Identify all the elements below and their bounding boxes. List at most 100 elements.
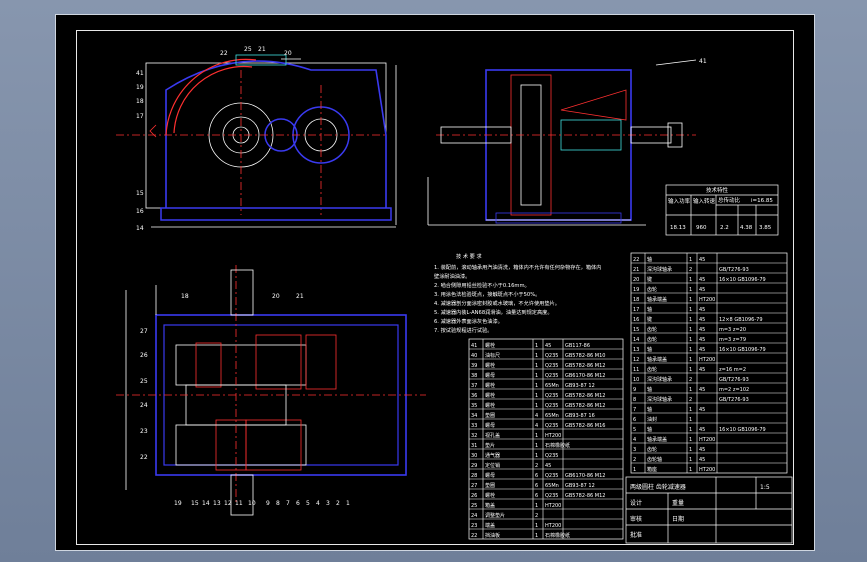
cell-std: GB5782-86 M12 (565, 403, 605, 409)
cell-qty: 2 (689, 397, 692, 403)
cell-no: 27 (471, 483, 477, 489)
cell-name: 齿轮 (647, 446, 657, 453)
tech-table (665, 184, 779, 236)
cell-name: 轴承端盖 (647, 296, 667, 303)
cell-name: 螺母 (485, 422, 495, 429)
cell-qty: 1 (535, 433, 538, 439)
cell-qty: 1 (689, 407, 692, 413)
cell-mat: 45 (699, 287, 705, 293)
front-view (116, 54, 397, 228)
cell-qty: 1 (689, 437, 692, 443)
label: 21 (296, 293, 304, 300)
cell-mat: 45 (699, 307, 705, 313)
cell-qty: 2 (689, 377, 692, 383)
cell-no: 2 (633, 457, 636, 463)
cell-mat: 45 (699, 347, 705, 353)
plan-view-labels: 18 20 21 27 26 25 24 23 22 19 15 14 13 1… (140, 293, 350, 507)
cell-no: 21 (633, 267, 639, 273)
cell-name: 键 (647, 316, 652, 323)
label: 6 (296, 500, 300, 507)
cell-qty: 6 (535, 493, 538, 499)
cell-qty: 1 (535, 503, 538, 509)
cell-name: 齿轮 (647, 326, 657, 333)
drawing-sheet: 41 22 25 21 20 19 18 17 15 16 14 (55, 14, 815, 551)
cell-name: 深沟球轴承 (647, 376, 672, 383)
cell-name: 深沟球轴承 (647, 396, 672, 403)
cell-no: 14 (633, 337, 639, 343)
cell-no: 31 (471, 443, 477, 449)
cell-no: 17 (633, 307, 639, 313)
label: 13 (213, 500, 221, 507)
cell-no: 23 (471, 523, 477, 529)
cell-qty: 1 (535, 373, 538, 379)
cell-qty: 1 (689, 257, 692, 263)
drawing-frame (76, 30, 794, 545)
label: 4 (316, 500, 320, 507)
cell-mat: HT200 (545, 503, 561, 509)
cell-no: 9 (633, 387, 636, 393)
cell-std: GB93-87 12 (565, 383, 595, 389)
cell-name: 螺栓 (485, 392, 495, 399)
cell-no: 20 (633, 277, 639, 283)
label: 1 (346, 500, 350, 507)
cell-mat: Q235 (545, 473, 558, 479)
cell-mat: 45 (699, 277, 705, 283)
cell-qty: 1 (689, 357, 692, 363)
cell-std: GB/T276-93 (719, 377, 749, 383)
cell-mat: HT200 (699, 467, 715, 473)
cell-mat: Q235 (545, 453, 558, 459)
cell-qty: 1 (535, 353, 538, 359)
cell-mat: HT200 (545, 433, 561, 439)
tech-value: 4.38 (740, 225, 753, 231)
cell-mat: 45 (699, 257, 705, 263)
label: 16 (136, 208, 144, 215)
cell-name: 端盖 (485, 522, 495, 529)
cell-qty: 1 (689, 337, 692, 343)
cell-name: 箱盖 (485, 502, 495, 509)
cell-no: 22 (471, 533, 477, 539)
cell-qty: 2 (689, 267, 692, 273)
cell-std: m=3 z=20 (719, 327, 746, 333)
cell-name: 轴 (647, 256, 652, 263)
cell-std: m=2 z=102 (719, 387, 749, 393)
side-view (427, 59, 697, 226)
cell-mat: Q235 (545, 363, 558, 369)
cell-mat: 45 (699, 447, 705, 453)
cell-mat: 45 (699, 367, 705, 373)
cell-mat: Q235 (545, 373, 558, 379)
cell-mat: 45 (699, 337, 705, 343)
cell-no: 36 (471, 393, 477, 399)
cell-qty: 1 (689, 447, 692, 453)
cell-name: 视孔盖 (485, 432, 500, 439)
label: 26 (140, 352, 148, 359)
label: 41 (699, 58, 707, 65)
cell-name: 螺栓 (485, 362, 495, 369)
cell-std: GB5782-86 M12 (565, 363, 605, 369)
cell-name: 螺母 (485, 472, 495, 479)
cell-no: 32 (471, 433, 477, 439)
front-view-labels: 41 22 25 21 20 19 18 17 15 16 14 (136, 46, 292, 232)
cell-mat: Q235 (545, 393, 558, 399)
label: 24 (140, 402, 148, 409)
cell-qty: 1 (689, 347, 692, 353)
cell-name: 螺母 (485, 372, 495, 379)
label: 11 (235, 500, 243, 507)
cad-drawing: 41 22 25 21 20 19 18 17 15 16 14 (116, 46, 793, 544)
label: 23 (140, 428, 148, 435)
cell-name: 轴承端盖 (647, 356, 667, 363)
cell-name: 定位销 (485, 462, 500, 469)
cell-mat: Q235 (545, 493, 558, 499)
cell-no: 28 (471, 473, 477, 479)
cell-no: 26 (471, 493, 477, 499)
cell-no: 34 (471, 413, 477, 419)
cell-name: 深沟球轴承 (647, 266, 672, 273)
label: 20 (272, 293, 280, 300)
cell-qty: 1 (535, 383, 538, 389)
cell-no: 15 (633, 327, 639, 333)
cell-no: 29 (471, 463, 477, 469)
cell-qty: 6 (535, 483, 538, 489)
note-line: 7. 按试验规程进行试验。 (434, 326, 492, 334)
label: 41 (136, 70, 144, 77)
cell-qty: 1 (689, 297, 692, 303)
